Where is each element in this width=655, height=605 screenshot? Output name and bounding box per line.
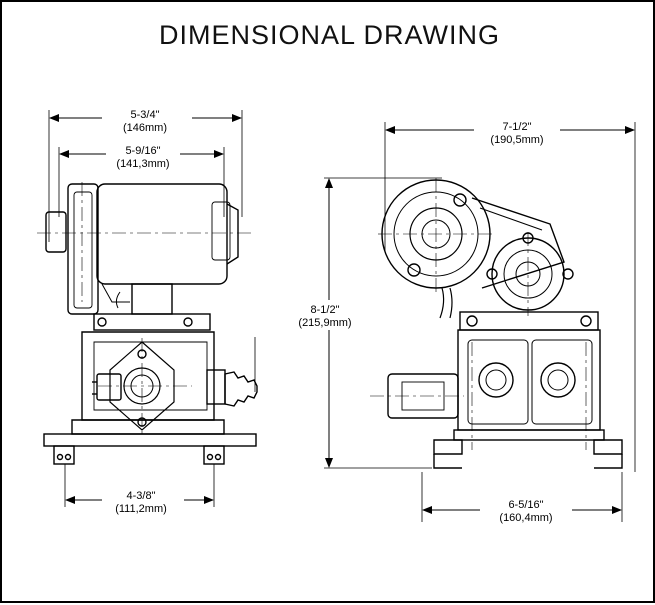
dim-base-width-label: 4-3/8": [127, 490, 156, 502]
dim-base-width-metric: (111,2mm): [115, 503, 167, 515]
page-title: DIMENSIONAL DRAWING: [158, 20, 501, 50]
dim-foot-width-label: 6-5/16": [508, 499, 543, 511]
dim-body-width-label: 5-9/16": [125, 145, 160, 157]
dim-end-width-metric: (190,5mm): [490, 134, 543, 146]
dimension-labels: 5-3/4" (146mm) 5-9/16" (141,3mm) 4-3/8" …: [115, 109, 552, 524]
dim-foot-width-metric: (160,4mm): [499, 512, 552, 524]
dim-overall-width-label: 5-3/4": [131, 109, 160, 121]
dim-height-label: 8-1/2": [311, 304, 340, 316]
side-view: [37, 110, 258, 507]
dim-end-width-label: 7-1/2": [503, 121, 532, 133]
dim-height-metric: (215,9mm): [298, 317, 351, 329]
dim-body-width-metric: (141,3mm): [116, 158, 169, 170]
end-view: [324, 122, 636, 522]
dim-overall-width-metric: (146mm): [123, 122, 167, 134]
